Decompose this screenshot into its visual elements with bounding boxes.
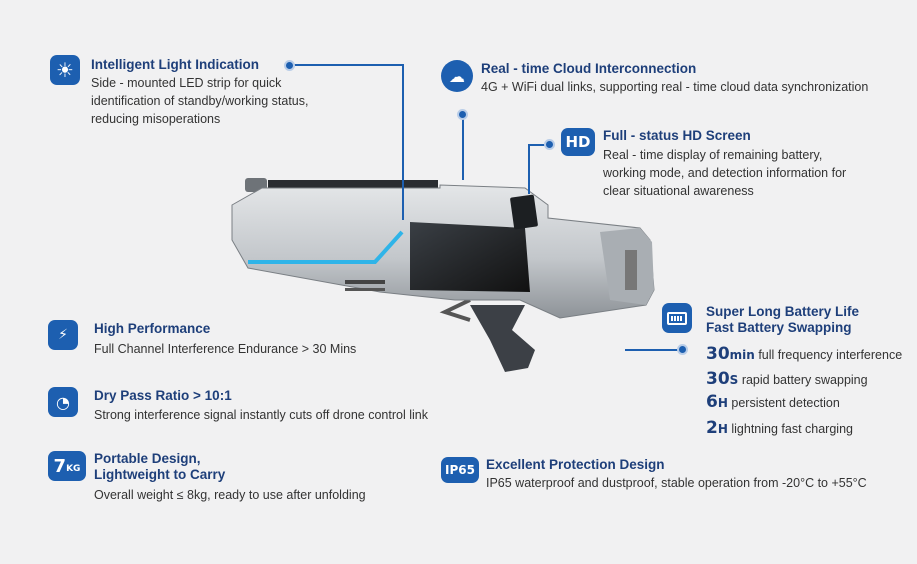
connector-line-cloud bbox=[462, 114, 464, 180]
battery-stat-charging: 2H lightning fast charging bbox=[706, 418, 853, 438]
stat-value: 6 bbox=[706, 392, 718, 412]
connector-line-light bbox=[291, 64, 403, 66]
sun-icon: ☀ bbox=[50, 55, 80, 85]
battery-stat-detection: 6H persistent detection bbox=[706, 392, 840, 412]
battery-icon bbox=[662, 303, 692, 333]
ip65-icon: IP65 bbox=[441, 457, 479, 483]
performance-title: High Performance bbox=[94, 321, 211, 336]
connector-line-screen-h bbox=[528, 144, 550, 146]
battery-stat-swapping: 30S rapid battery swapping bbox=[706, 369, 868, 389]
portable-desc: Overall weight ≤ 8kg, ready to use after… bbox=[94, 488, 366, 502]
connector-dot-cloud bbox=[457, 109, 468, 120]
connector-dot-battery bbox=[677, 344, 688, 355]
light-desc: Side - mounted LED strip for quick ident… bbox=[91, 76, 309, 126]
portable-title-line2: Lightweight to Carry bbox=[94, 467, 226, 482]
stat-text: rapid battery swapping bbox=[741, 373, 868, 387]
stat-unit: H bbox=[717, 396, 728, 410]
stat-value: 2 bbox=[706, 418, 718, 438]
stat-text: full frequency interference bbox=[758, 348, 903, 362]
dry-title: Dry Pass Ratio > 10:1 bbox=[94, 388, 232, 403]
stat-unit: S bbox=[729, 373, 739, 387]
connector-line-screen bbox=[528, 144, 530, 194]
cloud-title: Real - time Cloud Interconnection bbox=[481, 61, 697, 76]
hd-icon: HD bbox=[561, 128, 595, 156]
screen-desc: Real - time display of remaining battery… bbox=[603, 148, 847, 198]
stat-unit: min bbox=[729, 348, 755, 362]
cloud-desc: 4G + WiFi dual links, supporting real - … bbox=[481, 80, 869, 94]
protection-title: Excellent Protection Design bbox=[486, 457, 665, 472]
radar-icon: ◔ bbox=[48, 387, 78, 417]
connector-dot-screen bbox=[544, 139, 555, 150]
protection-desc: IP65 waterproof and dustproof, stable op… bbox=[486, 476, 867, 490]
portable-title-line1: Portable Design, bbox=[94, 451, 201, 466]
light-title: Intelligent Light Indication bbox=[91, 57, 259, 72]
battery-title-line2: Fast Battery Swapping bbox=[706, 320, 852, 335]
signal-bolt-icon: ⚡ bbox=[48, 320, 78, 350]
cloud-link-icon: ☁ bbox=[441, 60, 473, 92]
stat-value: 30 bbox=[706, 344, 730, 364]
weight-7kg-icon-number: 7 bbox=[53, 455, 67, 477]
dry-desc: Strong interference signal instantly cut… bbox=[94, 408, 428, 422]
battery-title-line1: Super Long Battery Life bbox=[706, 304, 860, 319]
stat-unit: H bbox=[717, 422, 728, 436]
performance-desc: Full Channel Interference Endurance > 30… bbox=[94, 342, 357, 356]
screen-title: Full - status HD Screen bbox=[603, 128, 751, 143]
connector-line-battery bbox=[625, 349, 681, 351]
stat-text: persistent detection bbox=[731, 396, 840, 410]
weight-7kg-icon-unit: KG bbox=[66, 464, 81, 474]
stat-text: lightning fast charging bbox=[731, 422, 853, 436]
connector-line-light-v bbox=[402, 64, 404, 220]
connector-dot-light bbox=[284, 60, 295, 71]
battery-stat-interference: 30min full frequency interference bbox=[706, 344, 902, 364]
stat-value: 30 bbox=[706, 369, 730, 389]
